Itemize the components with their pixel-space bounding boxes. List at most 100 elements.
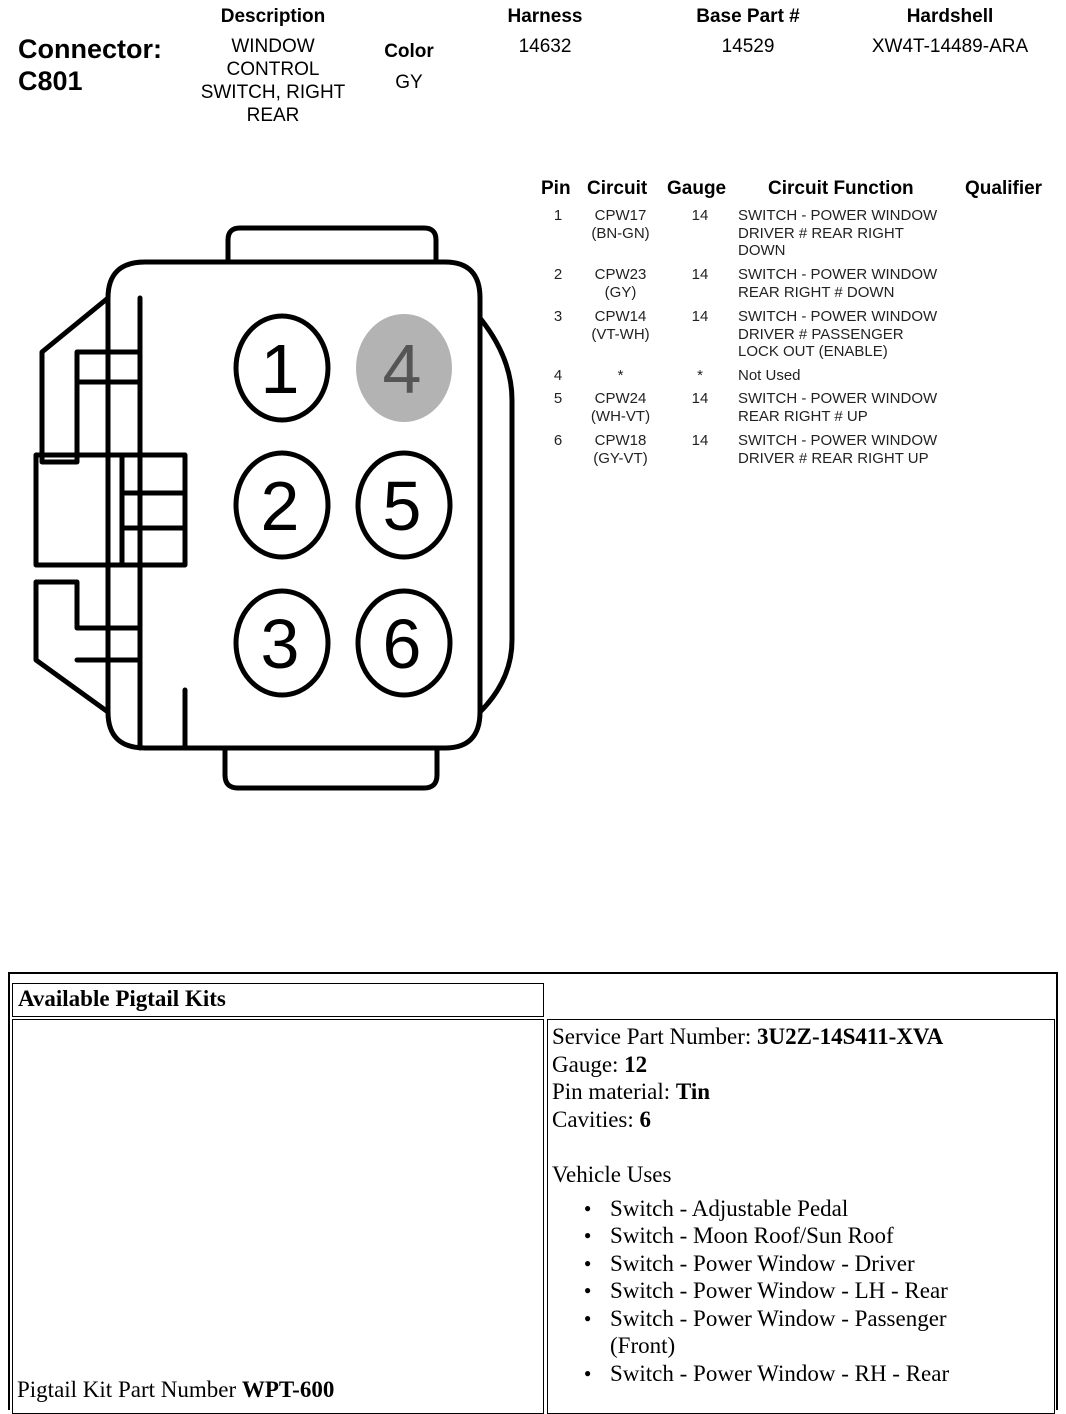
kit-part-number-line: Pigtail Kit Part Number WPT-600 — [17, 1376, 334, 1404]
service-part-line: Service Part Number: 3U2Z-14S411-XVA — [552, 1023, 1054, 1051]
service-part-value: 3U2Z-14S411-XVA — [757, 1024, 944, 1049]
function-line: DRIVER # REAR RIGHT UP — [738, 449, 929, 467]
pin-material-label: Pin material: — [552, 1079, 676, 1104]
list-item: Switch - Power Window - Driver — [552, 1250, 992, 1278]
right-side-lip — [477, 315, 515, 715]
description-line: WINDOW — [231, 36, 315, 57]
cavities-label: Cavities: — [552, 1106, 640, 1132]
gauge-line: Gauge: 12 — [552, 1051, 1054, 1079]
circuit-color: (WH-VT) — [590, 407, 651, 425]
circuit-code: * — [617, 367, 624, 384]
list-item: Switch - Power Window - LH - Rear — [552, 1277, 992, 1305]
gauge-cell: * — [697, 367, 703, 384]
hardshell-value: XW4T-14489-ARA — [871, 36, 1029, 57]
function-line: SWITCH - POWER WINDOW — [738, 308, 938, 325]
pigtail-details-cell: Service Part Number: 3U2Z-14S411-XVA Gau… — [547, 1019, 1055, 1414]
function-cell: SWITCH - POWER WINDOW DRIVER # PASSENGER… — [738, 308, 968, 361]
list-item: Switch - Moon Roof/Sun Roof — [552, 1222, 992, 1250]
function-line: SWITCH - POWER WINDOW — [738, 432, 938, 449]
pin-label-3: 3 — [261, 605, 300, 683]
circuit-cell: CPW23 (GY) — [578, 266, 663, 301]
pin-number: 6 — [553, 432, 563, 449]
gauge-label: Gauge: — [552, 1051, 625, 1077]
pin-cavity-3 — [233, 588, 331, 698]
pin-label-2: 2 — [261, 467, 300, 545]
description-value: WINDOW CONTROL SWITCH, RIGHT REAR — [173, 35, 373, 127]
circuit-cell: CPW18 (GY-VT) — [578, 432, 663, 467]
pin-number: 5 — [553, 390, 563, 407]
color-value: GY — [395, 72, 423, 93]
description-label: Description — [220, 6, 326, 27]
pin-material-value: Tin — [675, 1079, 711, 1104]
gauge-header: Gauge — [667, 178, 727, 199]
pin-label-4: 4 — [383, 330, 422, 408]
pin-number: 2 — [553, 266, 563, 283]
qualifier-header: Qualifier — [965, 178, 1043, 199]
pin-label-5: 5 — [383, 467, 422, 545]
connector-face-diagram: 1 4 2 5 3 6 — [33, 225, 515, 791]
pin-cavity-2 — [233, 450, 331, 560]
circuit-code: CPW18 — [594, 432, 647, 449]
list-item: Switch - Adjustable Pedal — [552, 1195, 992, 1223]
function-line: LOCK OUT (ENABLE) — [738, 343, 888, 360]
base-part-label: Base Part # — [696, 6, 800, 27]
description-line: SWITCH, RIGHT — [200, 82, 346, 103]
gauge-cell: 14 — [691, 207, 709, 224]
circuit-code: CPW23 — [594, 266, 647, 283]
color-label: Color — [384, 41, 434, 62]
vehicle-uses-label: Vehicle Uses — [552, 1162, 672, 1187]
list-item: Switch - Power Window - Passenger (Front… — [552, 1305, 992, 1360]
pigtail-kit-cell: Pigtail Kit Part Number WPT-600 — [12, 1019, 544, 1414]
gauge-cell: 14 — [691, 390, 709, 407]
function-line: SWITCH - POWER WINDOW — [738, 207, 938, 224]
function-line: DRIVER # PASSENGER — [738, 325, 904, 343]
circuit-color: (GY-VT) — [593, 449, 648, 467]
pin-cavity-6 — [355, 588, 453, 698]
gauge-value: 12 — [624, 1051, 648, 1077]
function-line: SWITCH - POWER WINDOW — [738, 390, 938, 407]
circuit-color: (VT-WH) — [591, 325, 650, 343]
circuit-code: CPW24 — [594, 390, 647, 407]
pin-cavity-1 — [233, 313, 331, 423]
circuit-header: Circuit — [587, 178, 648, 199]
middle-latch-block — [33, 452, 111, 568]
kit-part-label: Pigtail Kit Part Number — [17, 1377, 242, 1402]
circuit-code: CPW14 — [594, 308, 647, 325]
upper-latch-arm — [39, 295, 143, 465]
cavities-line: Cavities: 6 — [552, 1106, 1054, 1134]
function-line: Not Used — [738, 367, 801, 384]
circuit-cell: CPW14 (VT-WH) — [578, 308, 663, 343]
function-header: Circuit Function — [768, 178, 914, 199]
circuit-cell: CPW24 (WH-VT) — [578, 390, 663, 425]
vehicle-uses-list: Switch - Adjustable Pedal Switch - Moon … — [552, 1195, 992, 1388]
list-item: Switch - Power Window - RH - Rear — [552, 1360, 992, 1388]
kit-part-value: WPT-600 — [241, 1377, 335, 1402]
harness-value: 14632 — [518, 36, 572, 57]
pin-label-1: 1 — [261, 330, 300, 408]
connector-label: Connector: — [18, 34, 162, 64]
pin-label-6: 6 — [383, 605, 422, 683]
pin-number: 1 — [553, 207, 563, 224]
gauge-cell: 14 — [691, 266, 709, 283]
connector-id: C801 — [18, 66, 83, 96]
function-cell: SWITCH - POWER WINDOW DRIVER # REAR RIGH… — [738, 432, 968, 467]
function-cell: SWITCH - POWER WINDOW REAR RIGHT # DOWN — [738, 266, 968, 301]
base-part-value: 14529 — [721, 36, 775, 57]
lower-latch-arm — [33, 579, 143, 715]
description-line: CONTROL — [226, 59, 320, 80]
gauge-cell: 14 — [691, 432, 709, 449]
circuit-color: (BN-GN) — [591, 224, 650, 242]
pin-cavity-5 — [355, 450, 453, 560]
pigtail-heading: Available Pigtail Kits — [18, 986, 226, 1011]
function-line: DRIVER # REAR RIGHT — [738, 224, 904, 242]
function-line: REAR RIGHT # DOWN — [738, 283, 895, 301]
pin-number: 4 — [553, 367, 563, 384]
service-part-label: Service Part Number: — [552, 1024, 758, 1049]
function-line: DOWN — [738, 242, 786, 259]
cavities-value: 6 — [639, 1106, 652, 1132]
function-line: REAR RIGHT # UP — [738, 407, 868, 425]
bottom-latch-tab — [222, 745, 440, 791]
pin-cavity-4 — [356, 314, 452, 422]
function-cell: Not Used — [738, 367, 968, 385]
circuit-cell: * — [578, 367, 663, 385]
